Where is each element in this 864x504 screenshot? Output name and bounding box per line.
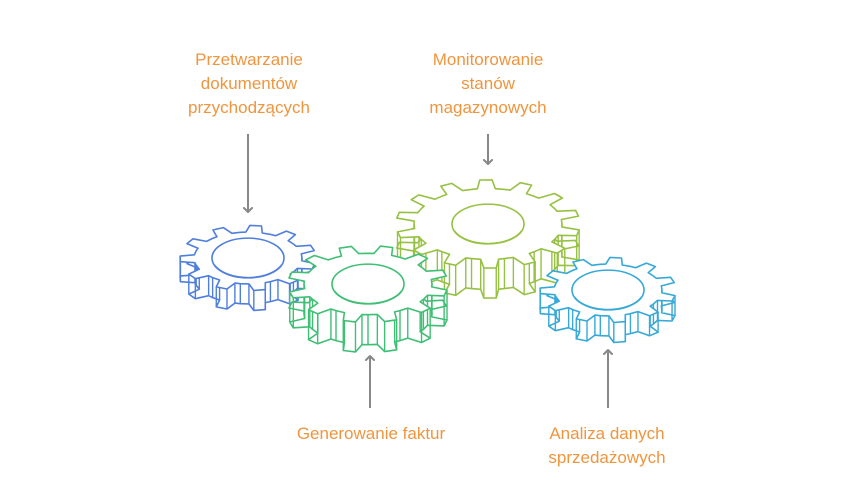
label-line: magazynowych — [429, 98, 547, 117]
label-stock-monitoring: Monitorowanie stanów magazynowych — [393, 48, 583, 120]
gear-invoice-generation — [288, 245, 448, 353]
label-sales-analysis: Analiza danych sprzedażowych — [512, 422, 702, 470]
gear-hole-depth — [333, 290, 403, 305]
gear-hole-depth — [453, 230, 523, 245]
gear-document-processing — [179, 224, 316, 312]
label-line: stanów — [461, 74, 515, 93]
gear-sales-analysis — [539, 256, 676, 344]
label-invoice-generation: Generowanie faktur — [266, 422, 476, 446]
gear-hole-depth — [573, 296, 643, 311]
label-line: Analiza danych — [549, 424, 665, 443]
label-line: sprzedażowych — [548, 448, 666, 467]
gear-hole-depth — [213, 264, 283, 279]
label-document-processing: Przetwarzanie dokumentów przychodzących — [154, 48, 344, 120]
label-line: dokumentów — [200, 74, 298, 93]
label-line: przychodzących — [188, 98, 310, 117]
label-line: Monitorowanie — [432, 50, 544, 69]
label-line: Generowanie faktur — [296, 424, 446, 443]
label-line: Przetwarzanie — [195, 50, 303, 69]
